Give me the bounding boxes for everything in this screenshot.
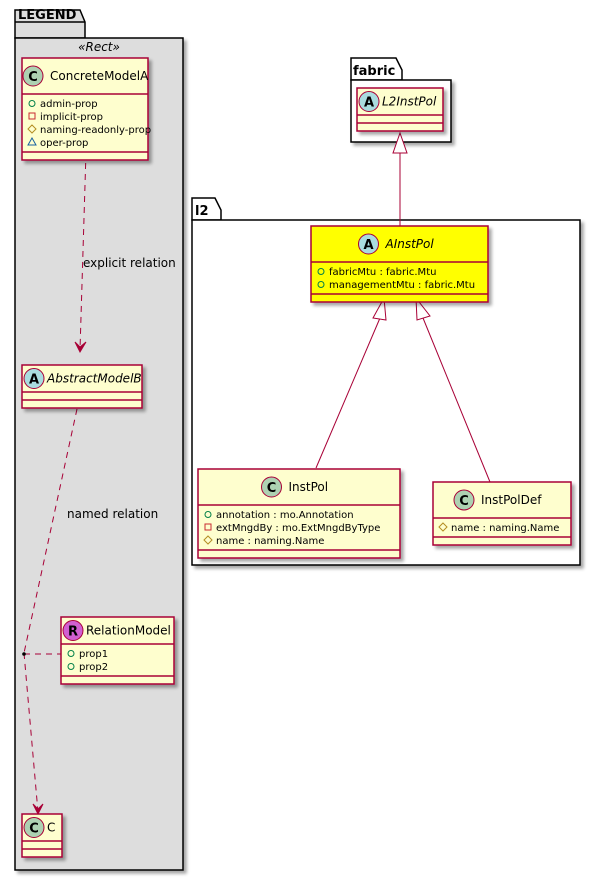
- package-body: [14, 37, 184, 871]
- badge-letter: R: [68, 625, 78, 640]
- badge-letter: C: [267, 481, 277, 496]
- package-tab: [14, 9, 86, 39]
- class-abstract-model-b[interactable]: A AbstractModelB: [21, 364, 143, 409]
- class-name: RelationModel: [86, 624, 171, 638]
- relation-explicit: explicit relation: [74, 151, 176, 354]
- public-visibility-icon: [317, 281, 325, 288]
- class-attribute: admin-prop: [40, 99, 98, 110]
- package-visibility-icon: [27, 136, 37, 146]
- private-visibility-icon: [204, 523, 212, 531]
- protected-visibility-icon: [203, 535, 213, 545]
- public-visibility-icon: [28, 100, 36, 107]
- class-attribute: prop1: [79, 649, 108, 660]
- class-name: ConcreteModelA: [50, 69, 149, 83]
- badge-letter: C: [29, 822, 39, 837]
- public-visibility-icon: [67, 650, 75, 657]
- class-attribute: implicit-prop: [40, 112, 103, 123]
- package-name: l2: [195, 204, 209, 219]
- class-badge-icon: [453, 489, 475, 511]
- abstract-badge-icon: [358, 233, 379, 255]
- protected-visibility-icon: [27, 124, 37, 134]
- class-name: InstPol: [289, 480, 329, 494]
- badge-letter: A: [29, 373, 39, 388]
- arrow-head: [74, 341, 87, 354]
- badge-letter: C: [28, 70, 38, 85]
- class-concrete-model-a[interactable]: C ConcreteModelA admin-prop implicit-prop na…: [21, 57, 151, 161]
- class-attribute: managementMtu : fabric.Mtu: [329, 280, 475, 291]
- package-legend: LEGEND «Rect»: [14, 8, 184, 871]
- private-visibility-icon: [28, 112, 36, 120]
- class-attribute: extMngdBy : mo.ExtMngdByType: [216, 523, 380, 534]
- class-l2-inst-pol[interactable]: A L2InstPol: [356, 87, 444, 132]
- class-name: InstPolDef: [481, 493, 542, 507]
- class-badge-icon: [23, 817, 45, 838]
- abstract-badge-icon: [358, 91, 380, 112]
- relation-badge-icon: [62, 620, 84, 641]
- badge-letter: C: [459, 494, 469, 509]
- class-attribute: annotation : mo.Annotation: [216, 510, 354, 521]
- class-badge-icon: [261, 476, 282, 498]
- package-name: LEGEND: [18, 8, 77, 23]
- class-box: [197, 468, 401, 559]
- class-name: AInstPol: [385, 237, 435, 251]
- class-badge-icon: [22, 65, 44, 87]
- relation-label: explicit relation: [83, 256, 176, 270]
- class-a-inst-pol[interactable]: A AInstPol fabricMtu : fabric.Mtu managemen…: [310, 225, 489, 303]
- class-attribute: naming-readonly-prop: [40, 125, 151, 136]
- protected-visibility-icon: [438, 522, 448, 532]
- class-attribute: fabricMtu : fabric.Mtu: [329, 267, 436, 278]
- classes: C ConcreteModelA admin-prop implicit-prop na…: [21, 57, 572, 858]
- class-attribute: oper-prop: [40, 138, 88, 149]
- class-name: C: [47, 821, 55, 835]
- public-visibility-icon: [204, 511, 212, 518]
- class-box: [310, 225, 489, 303]
- package-name: fabric: [353, 64, 395, 79]
- class-attribute: name : naming.Name: [451, 523, 559, 534]
- class-name: AbstractModelB: [46, 372, 142, 386]
- relation-join-point: [22, 652, 26, 656]
- class-relation-model[interactable]: R RelationModel prop1 prop2: [60, 616, 175, 685]
- class-inst-pol[interactable]: C InstPol annotation : mo.Annotation extMng…: [197, 468, 401, 559]
- abstract-badge-icon: [23, 368, 45, 389]
- badge-letter: A: [363, 238, 373, 253]
- arrow-head: [32, 803, 44, 816]
- class-name: L2InstPol: [382, 95, 437, 109]
- relation-label: named relation: [67, 507, 158, 521]
- package-stereotype: «Rect»: [78, 40, 120, 54]
- inheritance-instpoldef-ainstpol: [415, 296, 491, 483]
- class-box: [432, 481, 572, 546]
- inheritance-instpol-ainstpol: [315, 296, 387, 469]
- public-visibility-icon: [67, 663, 75, 670]
- public-visibility-icon: [317, 268, 325, 275]
- class-inst-pol-def[interactable]: C InstPolDef name : naming.Name: [432, 481, 572, 546]
- inheritance-ainstpol-l2instpol: [392, 131, 408, 226]
- badge-letter: A: [364, 96, 374, 111]
- class-attribute: prop2: [79, 662, 108, 673]
- class-attribute: name : naming.Name: [216, 536, 324, 547]
- relation-named: named relation: [22, 408, 158, 816]
